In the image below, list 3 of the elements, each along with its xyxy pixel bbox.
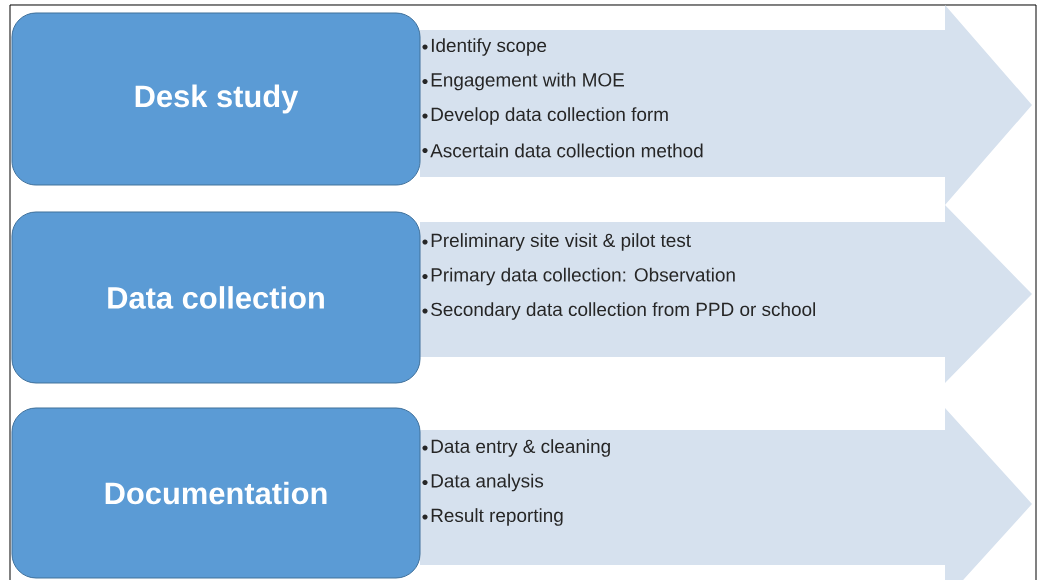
stage-box: Data collection bbox=[11, 211, 421, 384]
stage-box: Documentation bbox=[11, 407, 421, 579]
stage-box: Desk study bbox=[11, 12, 421, 186]
